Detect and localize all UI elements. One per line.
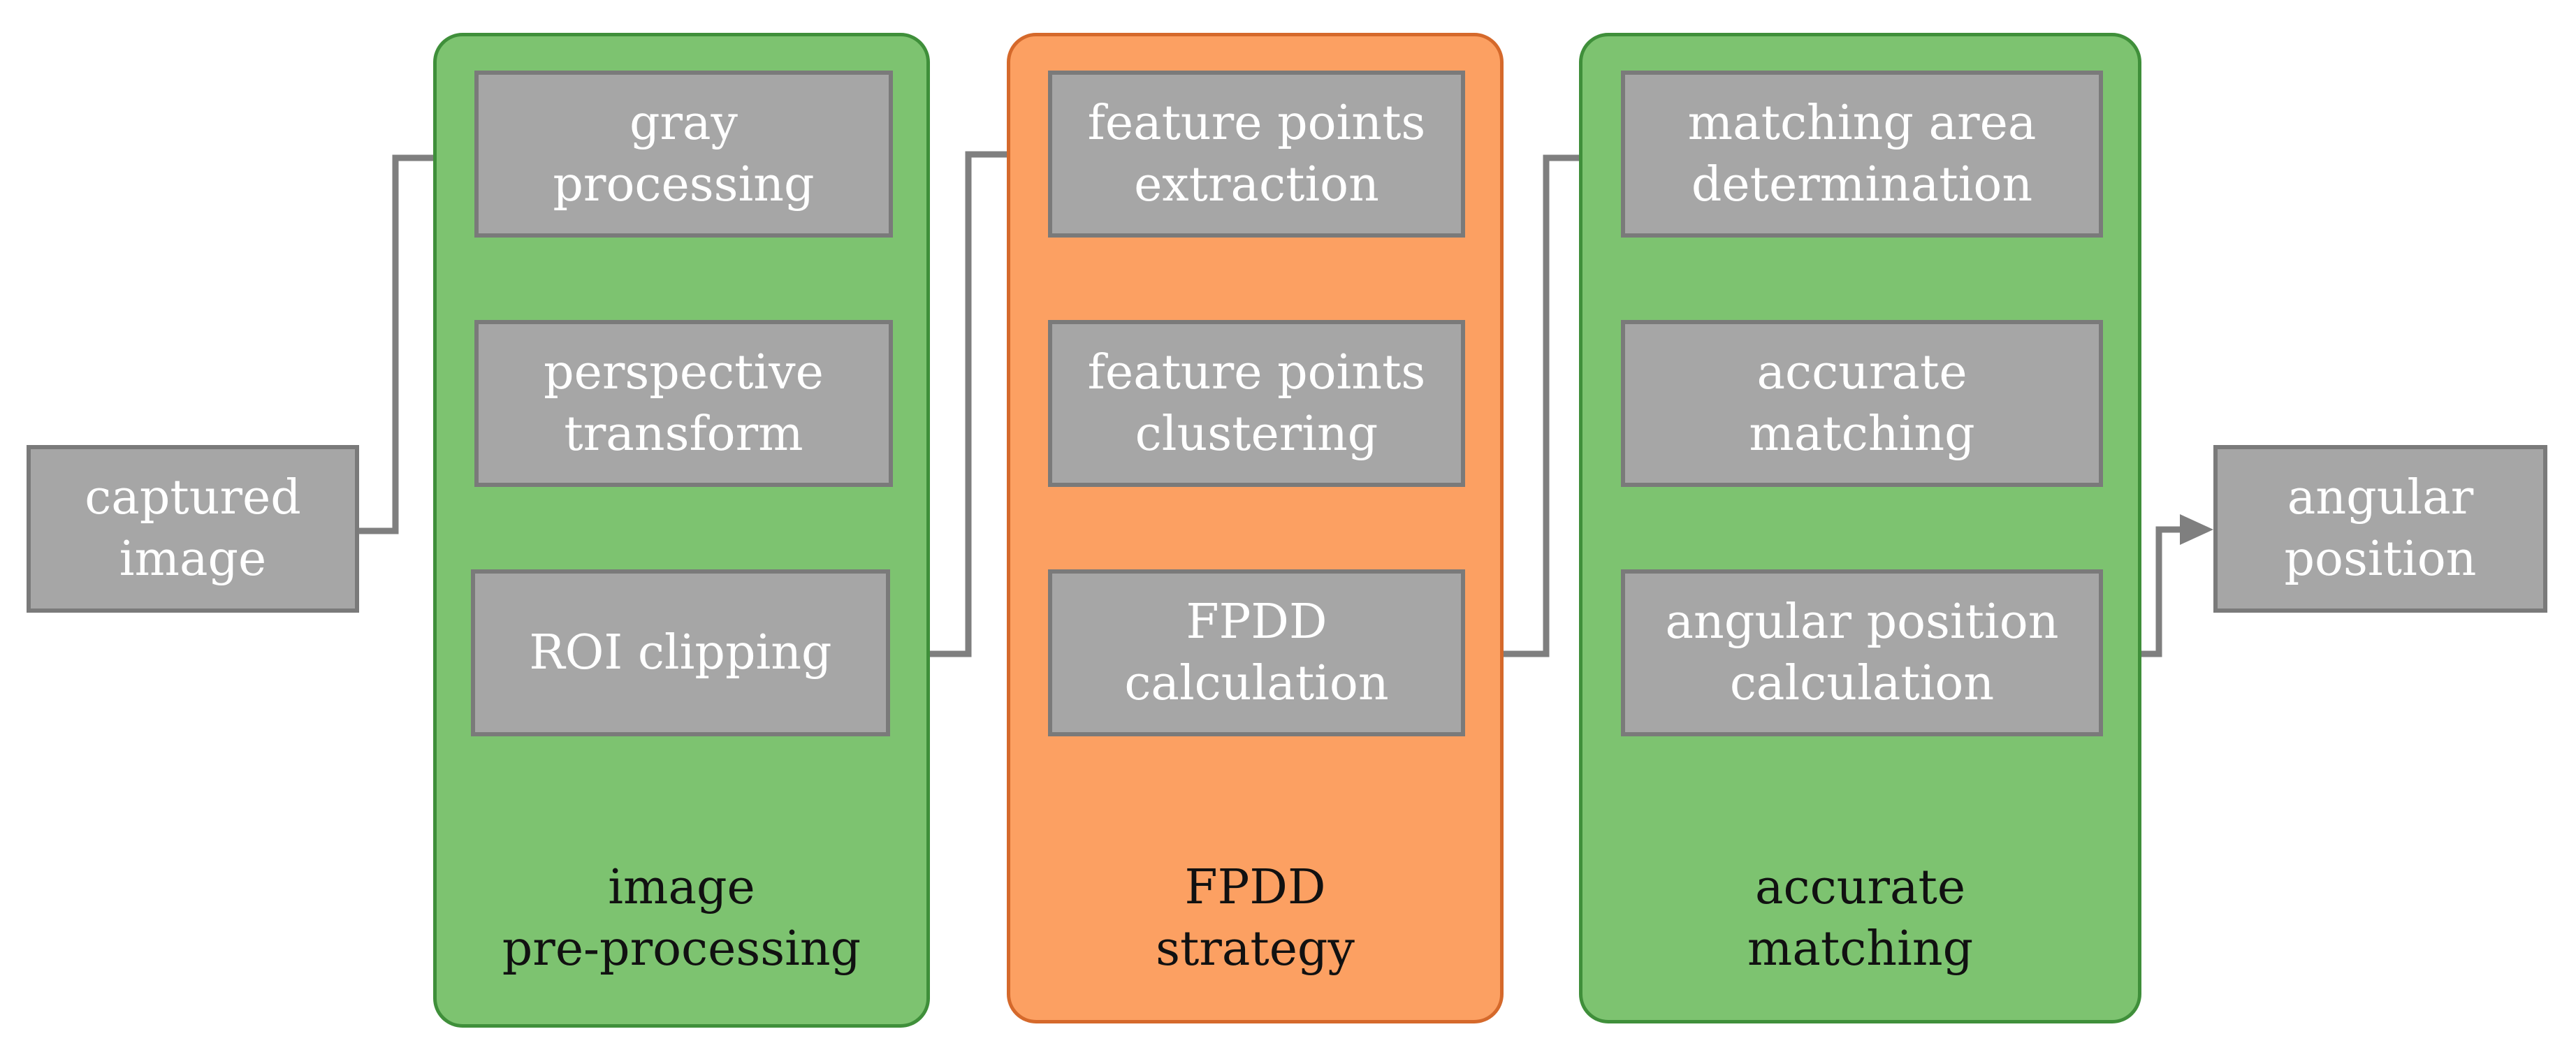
captured-image-label: captured image — [85, 470, 301, 587]
matching-area-determination-label: matching area determination — [1687, 95, 2037, 212]
roi-clipping-box: ROI clipping — [471, 569, 890, 736]
feature-points-clustering-box: feature points clustering — [1048, 320, 1465, 487]
matching-area-determination-box: matching area determination — [1621, 71, 2103, 238]
fpdd-calculation-box: FPDD calculation — [1048, 569, 1465, 736]
connector-input-to-gray — [359, 154, 442, 534]
angular-position-label: angular position — [2284, 470, 2477, 587]
group-label-fpdd-strategy: FPDD strategy — [1156, 860, 1355, 977]
feature-points-extraction-label: feature points extraction — [1087, 95, 1426, 212]
feature-points-extraction-box: feature points extraction — [1048, 71, 1465, 238]
fpdd-calculation-label: FPDD calculation — [1124, 594, 1389, 711]
gray-processing-label: gray processing — [553, 95, 815, 212]
perspective-transform-box: perspective transform — [474, 320, 893, 487]
group-label-image-pre-processing: image pre-processing — [502, 860, 861, 977]
angular-position-calculation-box: angular position calculation — [1621, 569, 2103, 736]
group-label-accurate-matching: accurate matching — [1747, 860, 1974, 977]
feature-points-clustering-label: feature points clustering — [1087, 344, 1426, 462]
gray-processing-box: gray processing — [474, 71, 893, 238]
captured-image-box: captured image — [27, 445, 359, 613]
arrowhead-into-output — [2180, 514, 2213, 545]
perspective-transform-label: perspective transform — [544, 344, 824, 462]
accurate-matching-label: accurate matching — [1749, 344, 1975, 462]
angular-position-calculation-label: angular position calculation — [1665, 594, 2059, 711]
angular-position-box: angular position — [2213, 445, 2547, 613]
roi-clipping-label: ROI clipping — [529, 625, 832, 680]
accurate-matching-box: accurate matching — [1621, 320, 2103, 487]
